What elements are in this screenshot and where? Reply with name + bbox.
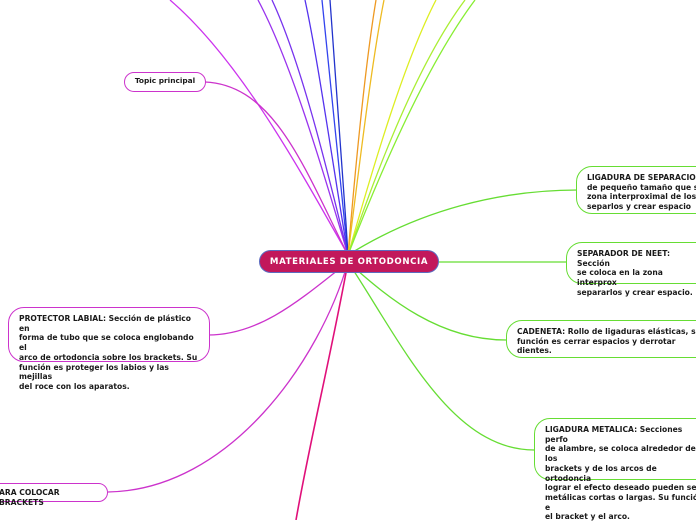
connector-ligadura-sep <box>347 189 579 256</box>
node-ligadura-separacion[interactable]: LIGADURA DE SEPARACIO de pequeño tamaño … <box>576 166 696 214</box>
node-separador-neet[interactable]: SEPARADOR DE NEET: Sección se coloca en … <box>566 242 696 297</box>
connector-cadeneta <box>347 261 507 341</box>
connector-protector <box>207 261 349 336</box>
node-ligadura-metalica[interactable]: LIGADURA METALICA: Secciones perfo de al… <box>534 418 696 521</box>
connector-up-4 <box>321 0 349 256</box>
node-protector-labial[interactable]: PROTECTOR LABIAL: Sección de plástico en… <box>8 307 210 391</box>
connector-up-10 <box>347 0 476 256</box>
connector-up-3 <box>304 0 349 256</box>
connector-brackets <box>107 261 349 493</box>
connector-up-5 <box>329 0 349 256</box>
connector-top-left-1 <box>169 0 349 256</box>
connector-up-8 <box>347 0 437 256</box>
connector-bottom <box>295 261 349 520</box>
connector-up-6 <box>347 0 377 256</box>
connector-topic <box>204 81 349 256</box>
node-topic-principal[interactable]: Topic principal <box>124 72 206 92</box>
connector-ligadura-met <box>347 261 535 451</box>
connector-up-1 <box>257 0 349 256</box>
central-topic[interactable]: MATERIALES DE ORTODONCIA <box>259 250 439 273</box>
node-cadeneta[interactable]: CADENETA: Rollo de ligaduras elásticas, … <box>506 320 696 358</box>
connector-up-2 <box>271 0 349 256</box>
connector-up-7 <box>347 0 385 256</box>
connector-up-9 <box>347 0 466 256</box>
node-colocar-brackets[interactable]: ARA COLOCAR BRACKETS <box>0 483 108 507</box>
